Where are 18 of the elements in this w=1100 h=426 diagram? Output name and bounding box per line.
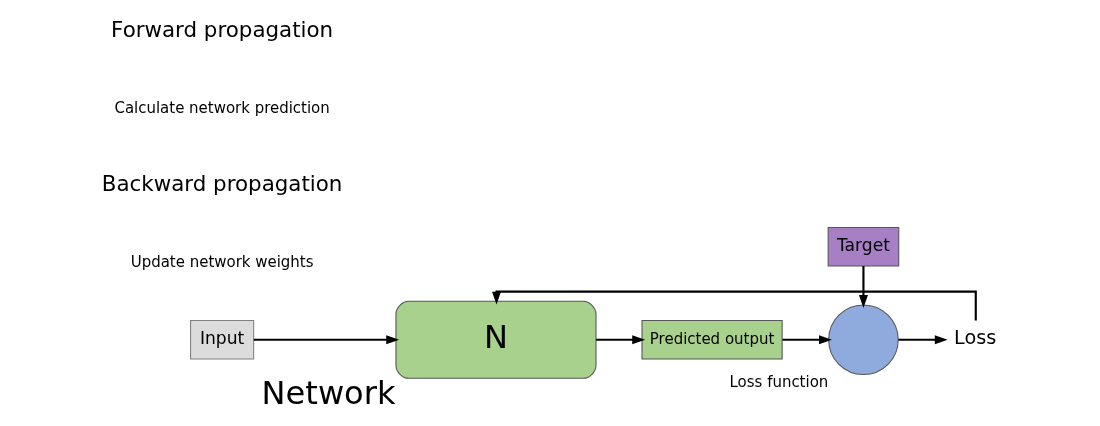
node-box: Predicted output	[641, 319, 783, 360]
arrow	[898, 335, 948, 345]
arrow	[782, 335, 832, 345]
label: Backward propagation	[101, 171, 343, 197]
node-box: N	[395, 300, 597, 379]
label: Update network weights	[130, 252, 314, 271]
arrow	[858, 266, 868, 308]
arrow	[492, 290, 977, 321]
node-label: Network	[261, 373, 396, 412]
node-box: Target	[827, 226, 900, 267]
node-circle	[828, 304, 899, 376]
arrow	[253, 335, 400, 345]
node-label: Loss function	[729, 372, 829, 391]
node-text: Loss	[954, 326, 997, 350]
label: Calculate network prediction	[114, 98, 330, 117]
label: Forward propagation	[111, 17, 334, 43]
node-box: Input	[190, 319, 255, 360]
arrow	[596, 335, 646, 345]
